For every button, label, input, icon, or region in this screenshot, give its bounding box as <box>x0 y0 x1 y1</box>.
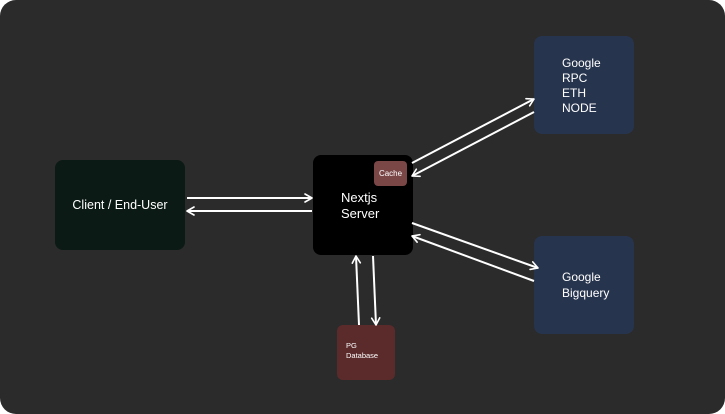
rpc-node[interactable]: Google RPC ETH NODE <box>534 36 634 134</box>
pg-label-line-1: PG <box>346 341 357 350</box>
client-label: Client / End-User <box>72 198 168 212</box>
arrow-server-to-pg <box>370 255 381 326</box>
arrow-bigquery-to-server <box>411 233 535 282</box>
pg-database-label: PG Database <box>346 341 378 361</box>
server-node[interactable]: Cache Nextjs Server <box>313 155 413 255</box>
server-label: Nextjs Server <box>341 190 379 222</box>
rpc-label-line-1: Google <box>562 56 601 70</box>
bigquery-node[interactable]: Google Bigquery <box>534 236 634 334</box>
arrow-rpc-to-server <box>411 111 535 178</box>
server-label-line-1: Nextjs <box>341 190 378 205</box>
cache-node[interactable]: Cache <box>374 161 407 186</box>
pg-database-node[interactable]: PG Database <box>337 325 395 380</box>
pg-label-line-2: Database <box>346 351 379 360</box>
bigquery-label-line-2: Bigquery <box>562 286 610 300</box>
rpc-label-line-2: RPC <box>562 71 588 85</box>
rpc-label-line-4: NODE <box>562 101 597 115</box>
rpc-label: Google RPC ETH NODE <box>562 56 601 116</box>
arrow-pg-to-server <box>351 255 362 326</box>
rpc-label-line-3: ETH <box>562 86 586 100</box>
bigquery-label: Google Bigquery <box>562 269 609 301</box>
bigquery-label-line-1: Google <box>562 270 601 284</box>
server-label-line-2: Server <box>341 206 380 221</box>
cache-label: Cache <box>378 169 403 178</box>
arrow-server-to-rpc <box>411 97 535 164</box>
client-node[interactable]: Client / End-User <box>55 160 185 250</box>
arrow-server-to-bigquery <box>411 222 539 271</box>
